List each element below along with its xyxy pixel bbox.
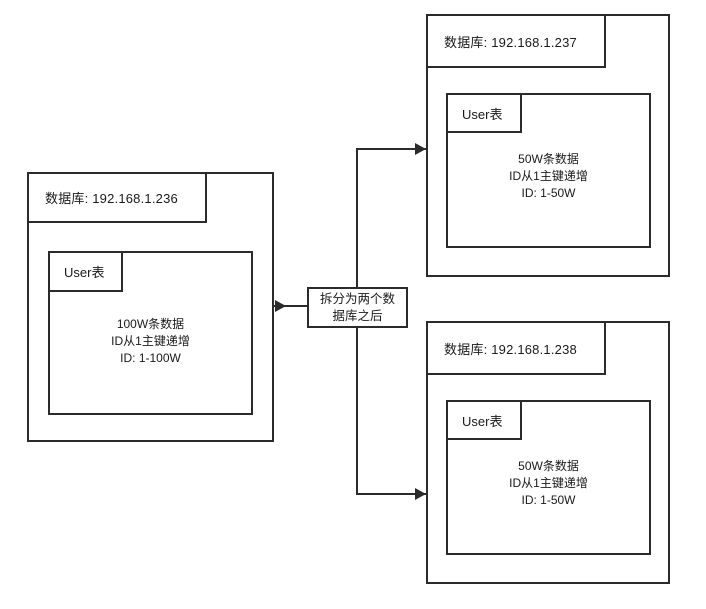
- center-note-line-1: 拆分为两个数: [319, 291, 395, 306]
- target-table-2-line-1: 50W条数据: [518, 459, 579, 473]
- source-table-line-3: ID: 1-100W: [120, 351, 181, 365]
- target-table-2-line-2: ID从1主键递增: [509, 476, 588, 490]
- source-table-tab: User表: [48, 251, 123, 292]
- target-table-1-box: [446, 93, 651, 248]
- source-database-header-label: 数据库: 192.168.1.236: [45, 191, 178, 206]
- source-database-header: 数据库: 192.168.1.236: [27, 172, 207, 223]
- connector-source-to-center: [274, 305, 307, 307]
- center-note-line-2: 据库之后: [332, 308, 383, 323]
- connector-center-to-bottom-db: [356, 493, 426, 495]
- target-table-1-body: 50W条数据 ID从1主键递增 ID: 1-50W: [446, 151, 651, 202]
- arrowhead-into-top-database: [415, 143, 426, 155]
- connector-center-down-vertical: [356, 328, 358, 495]
- center-note-box: 拆分为两个数 据库之后: [307, 287, 408, 328]
- target-database-1-header: 数据库: 192.168.1.237: [426, 14, 606, 68]
- source-table-body: 100W条数据 ID从1主键递增 ID: 1-100W: [48, 316, 253, 367]
- target-table-2-tab-label: User表: [462, 413, 503, 429]
- source-table-line-1: 100W条数据: [116, 317, 185, 331]
- arrowhead-into-center-note: [275, 300, 286, 312]
- target-table-2-line-3: ID: 1-50W: [521, 493, 576, 507]
- target-table-1-line-3: ID: 1-50W: [521, 186, 576, 200]
- connector-center-up-vertical: [356, 149, 358, 287]
- source-table-line-2: ID从1主键递增: [111, 334, 190, 348]
- target-table-1-line-2: ID从1主键递增: [509, 169, 588, 183]
- target-table-1-tab: User表: [446, 93, 522, 133]
- target-table-1-tab-label: User表: [462, 106, 503, 122]
- arrowhead-into-bottom-database: [415, 488, 426, 500]
- target-database-1-header-label: 数据库: 192.168.1.237: [444, 34, 577, 50]
- source-table-tab-label: User表: [64, 265, 105, 280]
- connector-center-to-top-db: [356, 148, 426, 150]
- target-table-2-body: 50W条数据 ID从1主键递增 ID: 1-50W: [446, 458, 651, 509]
- target-table-2-tab: User表: [446, 400, 522, 440]
- target-database-2-header: 数据库: 192.168.1.238: [426, 321, 606, 375]
- target-database-2-header-label: 数据库: 192.168.1.238: [444, 341, 577, 357]
- target-table-1-line-1: 50W条数据: [518, 152, 579, 166]
